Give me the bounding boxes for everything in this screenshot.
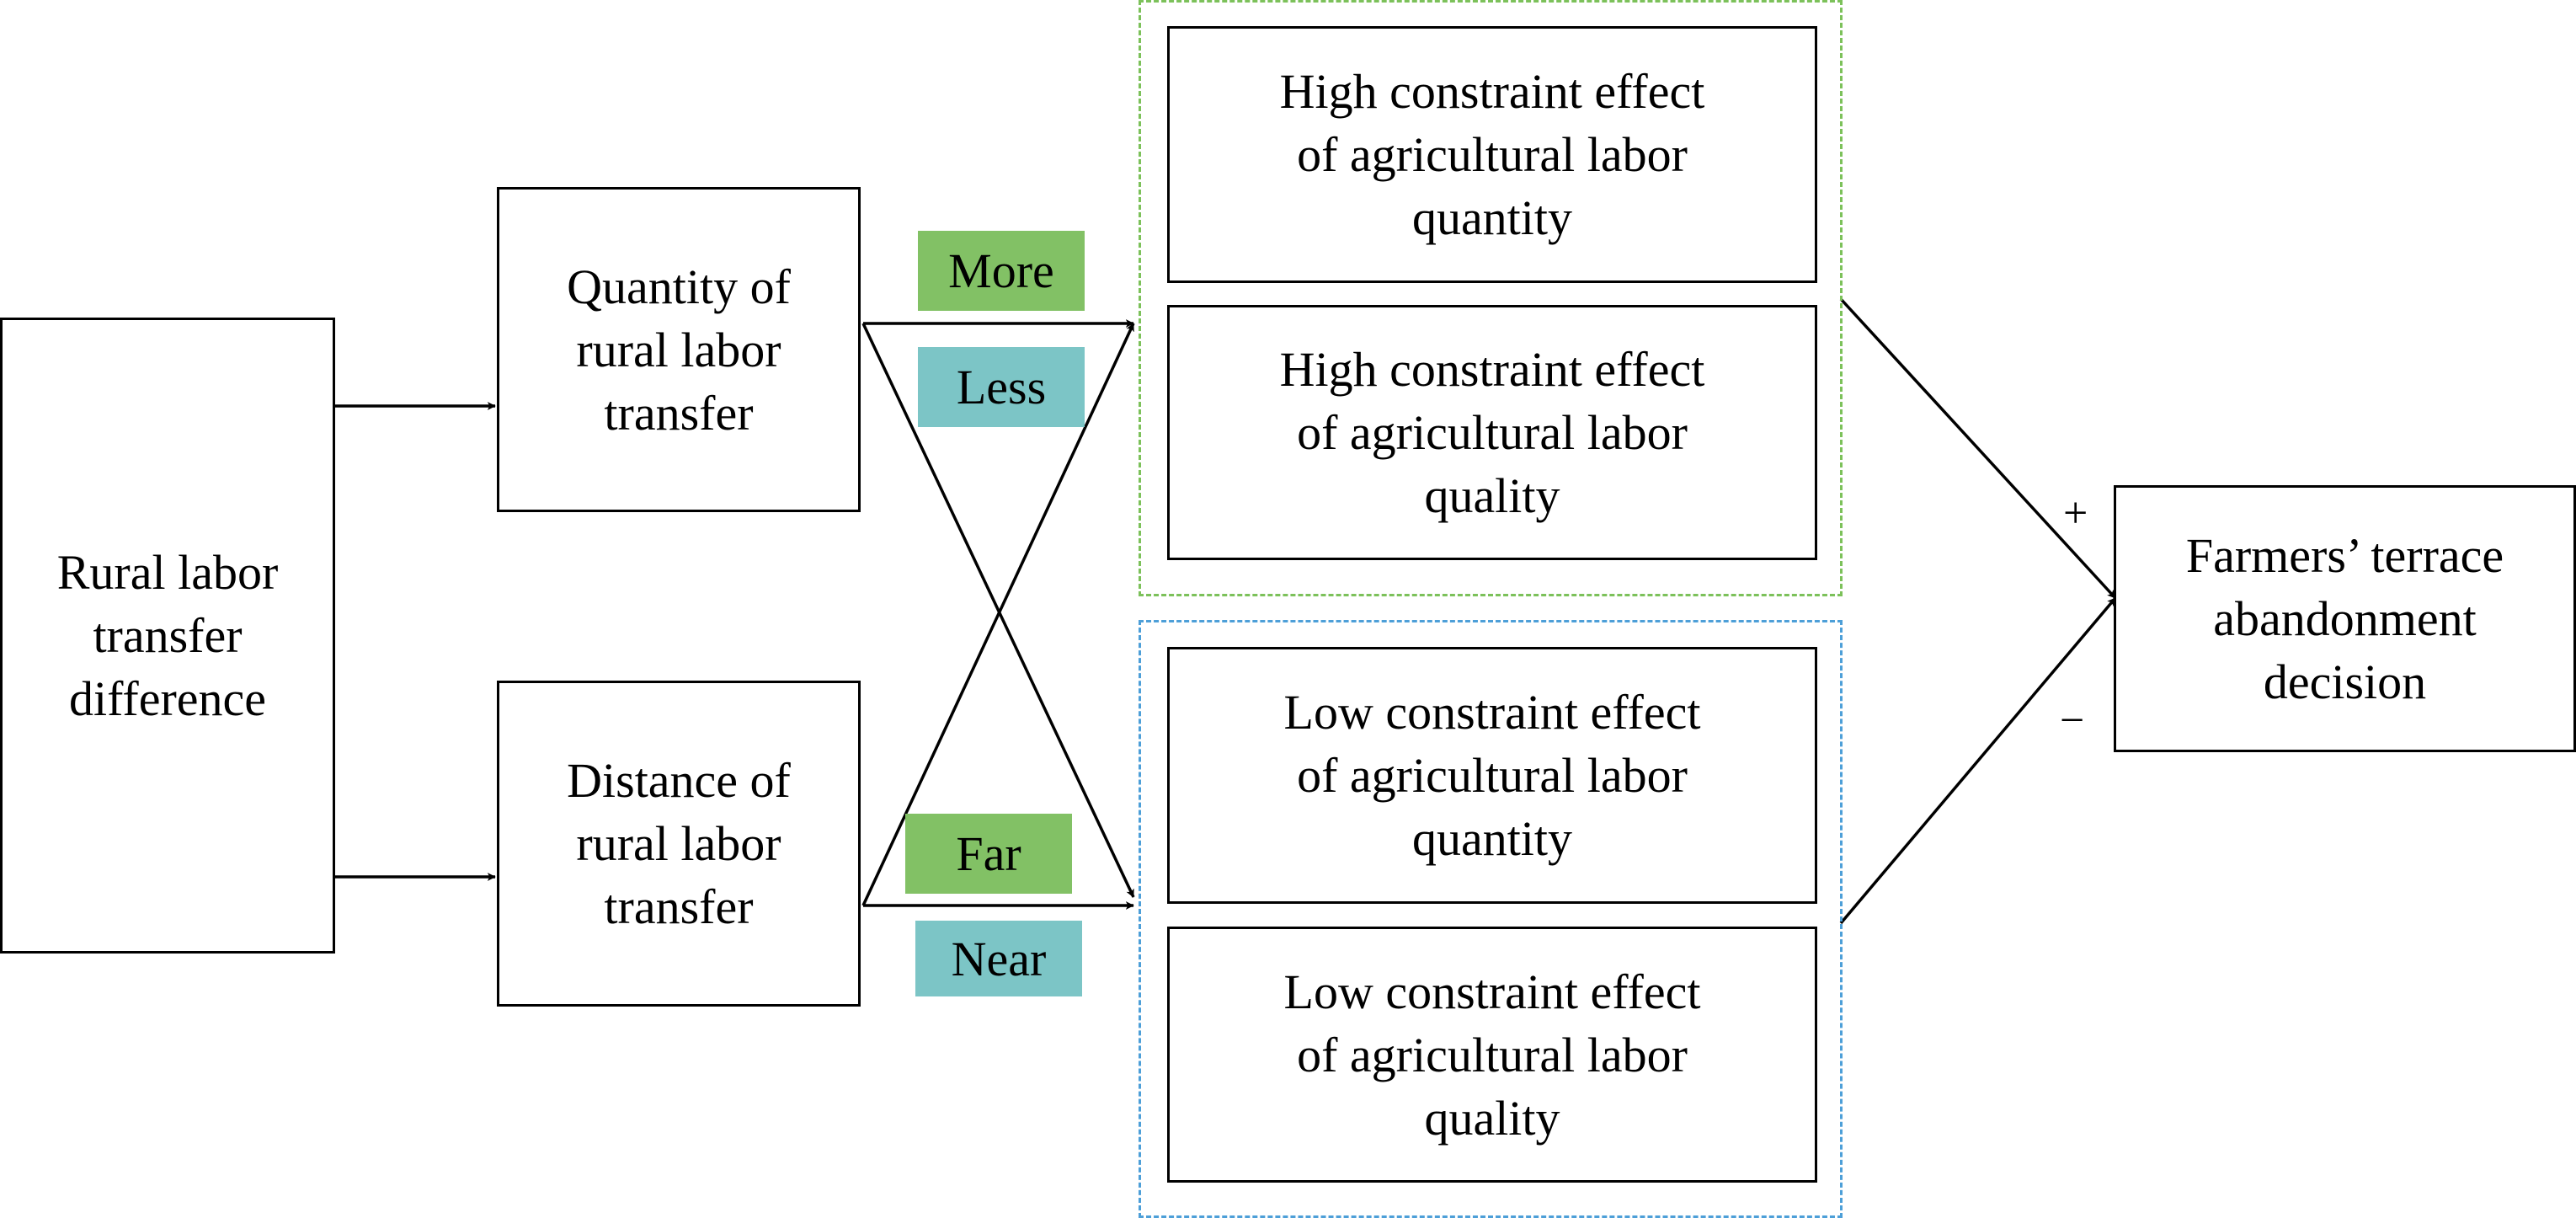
source-node: Rural labor transfer difference <box>0 318 335 954</box>
quantity-node: Quantity of rural labor transfer <box>497 187 861 512</box>
high-constraint-group <box>1139 0 1843 596</box>
arrow-low-to-decision <box>1839 596 2117 925</box>
minus-sign: − <box>2060 697 2085 745</box>
tag-less: Less <box>918 347 1085 427</box>
low-quality-node: Low constraint effect of agricultural la… <box>1167 927 1817 1183</box>
high-quality-node: High constraint effect of agricultural l… <box>1167 305 1817 560</box>
high-quantity-node: High constraint effect of agricultural l… <box>1167 26 1817 283</box>
tag-more: More <box>918 231 1085 311</box>
plus-sign: + <box>2063 489 2088 537</box>
distance-node: Distance of rural labor transfer <box>497 681 861 1007</box>
tag-far: Far <box>905 814 1072 894</box>
arrow-high-to-decision <box>1839 297 2117 600</box>
arrow-quantity-to-low <box>861 323 1135 898</box>
tag-near: Near <box>915 921 1082 996</box>
low-quantity-node: Low constraint effect of agricultural la… <box>1167 647 1817 904</box>
low-constraint-group <box>1139 620 1843 1218</box>
decision-node: Farmers’ terrace abandonment decision <box>2114 485 2576 752</box>
arrow-distance-to-high <box>861 323 1135 906</box>
